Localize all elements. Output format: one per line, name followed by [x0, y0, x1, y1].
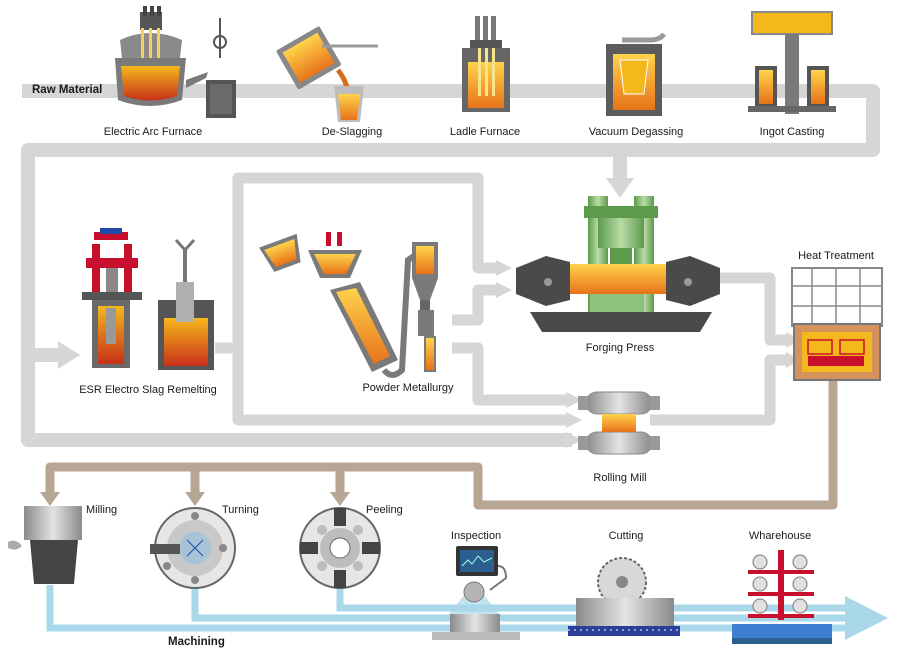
arrow-turning [185, 492, 205, 506]
forging-press-icon [516, 196, 720, 332]
peeling-label: Peeling [366, 504, 403, 516]
forging-press-label: Forging Press [585, 342, 655, 354]
arrow-rolling-1 [566, 392, 582, 408]
electric-arc-furnace-label: Electric Arc Furnace [103, 126, 203, 138]
rolling-mill-label: Rolling Mill [593, 472, 647, 484]
heat-treatment-icon [791, 267, 883, 381]
ladle-furnace-icon [462, 16, 510, 112]
ladle-furnace-label: Ladle Furnace [449, 126, 521, 138]
cutting-icon [568, 557, 680, 636]
esr-label: ESR Electro Slag Remelting [79, 384, 217, 396]
arrow-peeling [330, 492, 350, 506]
inspection-icon [432, 546, 520, 640]
vacuum-degassing-label: Vacuum Degassing [588, 126, 684, 138]
de-slagging-label: De-Slagging [321, 126, 383, 138]
arrow-forging-2 [496, 282, 512, 298]
esr-icon [82, 228, 214, 370]
vacuum-degassing-icon [606, 32, 667, 116]
cutting-label: Cutting [608, 530, 644, 542]
arrow-forging-1 [496, 260, 512, 276]
wharehouse-icon [732, 550, 832, 644]
final-arrow [845, 596, 888, 640]
arrow-rolling-3 [566, 432, 582, 448]
powder-metallurgy-icon [259, 232, 438, 378]
ingot-casting-icon [748, 11, 836, 114]
inspection-label: Inspection [450, 530, 502, 542]
wharehouse-label: Wharehouse [748, 530, 812, 542]
powder-metallurgy-label: Powder Metallurgy [362, 382, 454, 394]
de-slagging-icon [276, 26, 378, 122]
raw-material-flow [21, 84, 880, 447]
arrow-to-forging [606, 178, 634, 198]
electric-arc-furnace-icon [115, 6, 236, 118]
ingot-casting-label: Ingot Casting [759, 126, 825, 138]
heat-treatment-label: Heat Treatment [798, 250, 874, 262]
heat-to-machining-flow [45, 380, 838, 510]
milling-icon [8, 506, 82, 584]
turning-icon [150, 507, 236, 589]
peeling-icon [299, 507, 381, 589]
esr-powder-flow [215, 172, 790, 426]
machining-label: Machining [168, 636, 225, 648]
arrow-to-esr [58, 341, 80, 369]
turning-label: Turning [222, 504, 259, 516]
raw-material-label: Raw Material [32, 84, 103, 96]
arrow-milling [40, 492, 60, 506]
arrow-rolling-2 [566, 412, 582, 428]
rolling-mill-icon [578, 391, 660, 455]
milling-label: Milling [86, 504, 118, 516]
